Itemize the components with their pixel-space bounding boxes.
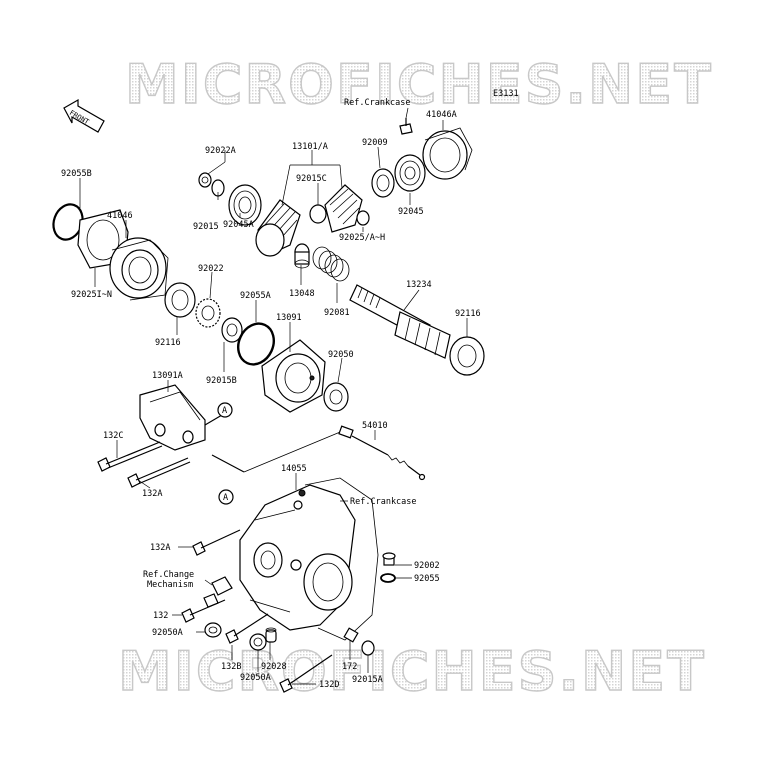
bolt-132: [181, 599, 226, 623]
spacer-92015C: [309, 204, 327, 224]
bolt-ref-crankcase-top: [399, 118, 413, 135]
label-92015: 92015: [193, 222, 219, 232]
label-41046: 41046: [107, 211, 133, 221]
label-92116-right: 92116: [455, 309, 481, 319]
label-54010: 54010: [362, 421, 388, 431]
seal-92050A-left: [204, 622, 222, 638]
label-ref-change-1: Ref.Change: [143, 570, 194, 580]
label-13101-A: 13101/A: [292, 142, 328, 152]
label-92002: 92002: [414, 561, 440, 571]
label-92045: 92045: [398, 207, 424, 217]
watermark-top: MICROFICHES.NET: [125, 53, 713, 116]
label-92055A: 92055A: [240, 291, 271, 301]
collar-13048: [294, 243, 310, 269]
watermark-bottom-outline: MICROFICHES.NET: [118, 640, 706, 703]
label-92050A-left: 92050A: [152, 628, 183, 638]
change-mechanism-part: [203, 576, 233, 608]
bearing-92045: [394, 154, 426, 192]
label-92015C: 92015C: [296, 174, 327, 184]
leader-lines: [79, 107, 468, 685]
bolt-132A-lower: [192, 529, 241, 556]
label-92015A: 92015A: [352, 675, 383, 685]
seal-92116-left: [164, 282, 196, 318]
shaft-13234: [349, 284, 451, 359]
crankcase: [239, 477, 379, 641]
label-92028: 92028: [261, 662, 287, 672]
watermark-top-outline: MICROFICHES.NET: [125, 53, 713, 116]
label-92055: 92055: [414, 574, 440, 584]
label-172: 172: [342, 662, 357, 672]
label-13048: 13048: [289, 289, 315, 299]
bevel-gear-13101-right: [324, 184, 363, 233]
callout-a-lower: A: [218, 489, 234, 505]
label-132D: 132D: [319, 680, 339, 690]
spring-92081: [312, 246, 350, 282]
plug-92002: [382, 552, 396, 566]
dowel-92028: [265, 627, 277, 643]
label-92025-A-H: 92025/A~H: [339, 233, 385, 243]
svg-text:A: A: [222, 406, 227, 416]
bolt-132C: [97, 441, 163, 472]
seal-92050A-bottom: [249, 633, 267, 651]
lockwasher-92022: [195, 298, 221, 328]
cable-54010: [211, 425, 426, 481]
bolt-132A-upper: [127, 457, 191, 488]
label-132B: 132B: [221, 662, 241, 672]
label-13234: 13234: [406, 280, 432, 290]
bevel-gear-13101-left: [255, 199, 301, 257]
seal-92116-right: [449, 336, 485, 376]
label-92045A: 92045A: [223, 220, 254, 230]
seal-92050: [323, 382, 349, 412]
label-13091: 13091: [276, 313, 302, 323]
bolt-132D: [279, 654, 333, 693]
label-92116-left: 92116: [155, 338, 181, 348]
label-92022: 92022: [198, 264, 224, 274]
label-ref-crankcase-upper: Ref.Crankcase: [344, 98, 411, 108]
label-92081: 92081: [324, 308, 350, 318]
label-92009: 92009: [362, 138, 388, 148]
label-41046A: 41046A: [426, 110, 457, 120]
housing-41046: [77, 209, 169, 301]
diagram-code: E3131: [493, 89, 519, 99]
label-132A-upper: 132A: [142, 489, 162, 499]
label-92050A-bottom: 92050A: [240, 673, 271, 683]
label-92025I-N: 92025I~N: [71, 290, 112, 300]
label-132C: 132C: [103, 431, 123, 441]
nut-92015B: [221, 317, 243, 343]
o-ring-92055: [380, 573, 396, 583]
svg-text:A: A: [223, 493, 228, 503]
label-92022A: 92022A: [205, 146, 236, 156]
cover-13091: [261, 339, 326, 413]
housing-41046A: [422, 127, 473, 180]
label-13091A: 13091A: [152, 371, 183, 381]
label-14055: 14055: [281, 464, 307, 474]
bearing-92045A: [228, 184, 262, 226]
label-ref-change-2: Mechanism: [147, 580, 193, 590]
label-92015B: 92015B: [206, 376, 237, 386]
label-92050: 92050: [328, 350, 354, 360]
bracket-13091A: [139, 384, 223, 451]
bearing-92009: [371, 168, 395, 198]
label-132A-lower: 132A: [150, 543, 170, 553]
o-ring-92055A: [237, 322, 275, 366]
fitting-172: [343, 627, 359, 643]
label-132: 132: [153, 611, 168, 621]
front-arrow-icon: FRONT: [63, 98, 105, 133]
part-labels: 92055B 41046 92025I~N 92022A 92015 92045…: [61, 98, 481, 690]
watermark-bottom: MICROFICHES.NET: [118, 640, 706, 703]
label-ref-crankcase-lower: Ref.Crankcase: [350, 497, 417, 507]
label-92055B: 92055B: [61, 169, 92, 179]
bolt-132B: [225, 613, 269, 644]
washer-92015A: [361, 640, 375, 656]
callout-a-upper: A: [217, 402, 233, 418]
shim-92025: [356, 210, 370, 226]
nut-92022A: [198, 172, 212, 188]
